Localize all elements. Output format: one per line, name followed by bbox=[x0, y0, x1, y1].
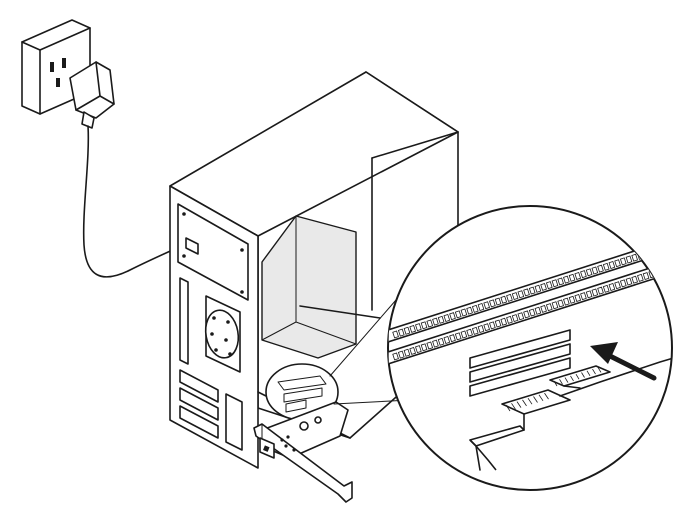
computer-tower-icon bbox=[169, 71, 459, 469]
card-edge-connector bbox=[469, 349, 672, 471]
power-cable bbox=[82, 125, 187, 278]
gold-fingers bbox=[505, 367, 602, 412]
zoom-detail-view bbox=[387, 205, 673, 491]
pcie-card-icon bbox=[253, 401, 353, 503]
zoom-guide-line-top bbox=[329, 299, 397, 377]
power-plug-icon bbox=[69, 61, 115, 129]
insert-arrow-icon bbox=[590, 342, 657, 381]
